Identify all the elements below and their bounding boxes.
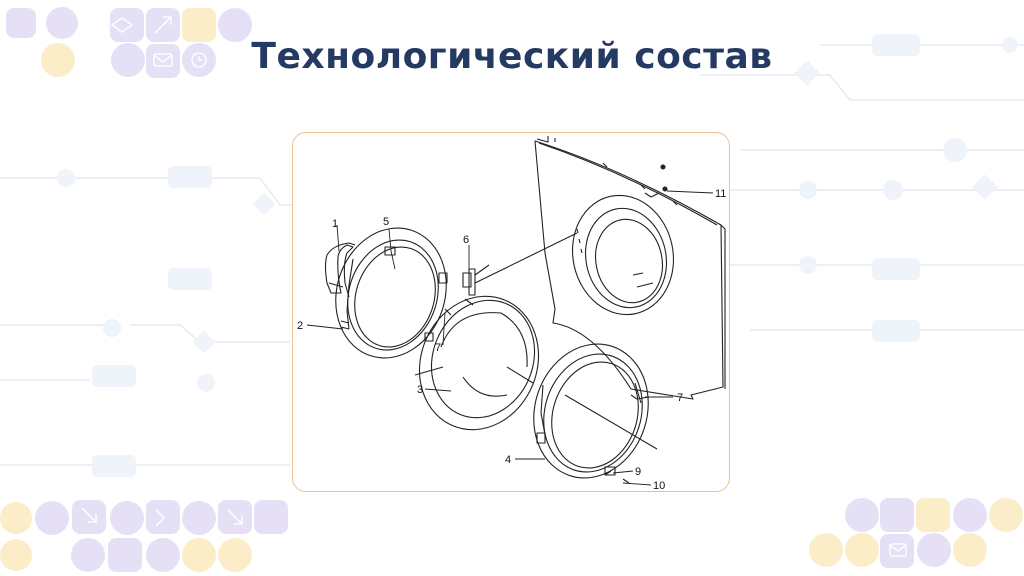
label-part-4: 4 (505, 454, 511, 466)
page-title: Технологический состав (251, 36, 773, 77)
part-11-screws (644, 164, 714, 198)
diagram-frame: 1 2 3 4 5 6 7 7 7 9 10 11 (292, 132, 730, 492)
part-3-glass (414, 295, 540, 431)
label-part-7b: 7 (677, 392, 683, 404)
label-part-9: 9 (635, 466, 641, 478)
part-1-handle (324, 242, 356, 298)
label-part-3: 3 (417, 384, 423, 396)
label-part-11: 11 (715, 188, 726, 200)
leader-lines (306, 224, 673, 486)
label-part-7a: 7 (435, 342, 441, 354)
label-part-1: 1 (332, 218, 338, 230)
part-4-inner-ring (533, 343, 658, 484)
front-panel (534, 136, 726, 400)
part-5-outer-ring (335, 227, 448, 359)
label-part-6: 6 (463, 234, 469, 246)
label-part-5: 5 (383, 216, 389, 228)
label-part-10: 10 (653, 480, 665, 491)
label-part-2: 2 (297, 320, 303, 332)
washer-door-exploded-diagram: 1 2 3 4 5 6 7 7 7 9 10 11 (297, 136, 726, 491)
